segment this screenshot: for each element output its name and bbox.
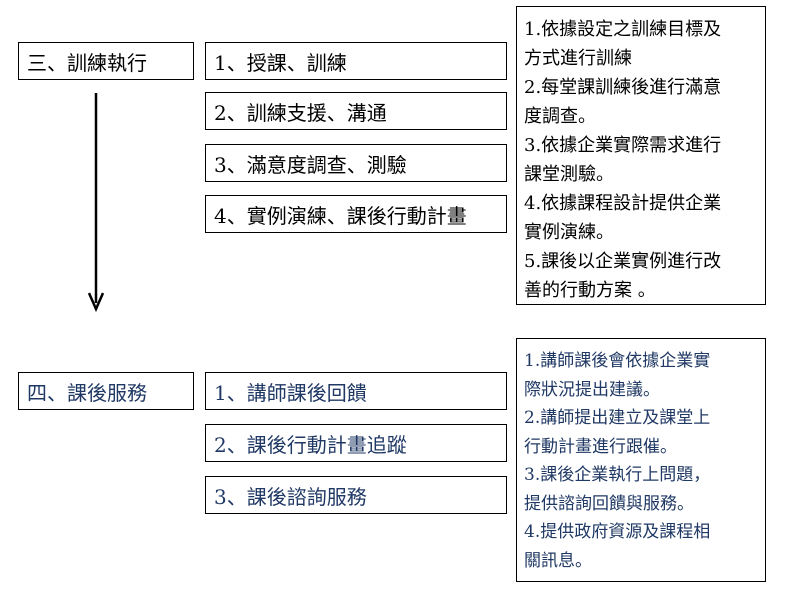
stage4-item-1: 1、講師課後回饋 [205, 372, 507, 410]
stage4-item-3-label: 3、課後諮詢服務 [214, 484, 367, 509]
flow-down-arrow [88, 93, 104, 313]
stage4-item-3: 3、課後諮詢服務 [205, 476, 507, 514]
stage4-note-line: 關訊息。 [524, 550, 592, 571]
stage3-notes-box: 1.依據設定之訓練目標及 方式進行訓練 2.每堂課訓練後進行滿意 度調查。 3.… [516, 6, 766, 305]
stage3-note-line: 課堂測驗。 [524, 164, 614, 185]
stage4-note-line: 3.課後企業執行上問題， [524, 465, 711, 485]
stage3-item-4: 4、實例演練、課後行動計畫 [205, 195, 507, 233]
stage3-item-1-label: 1、授課、訓練 [214, 50, 347, 75]
stage4-item-2-label: 2、課後行動計畫追蹤 [214, 432, 407, 457]
stage3-title: 三、訓練執行 [27, 50, 147, 75]
stage3-note-line: 2.每堂課訓練後進行滿意 [524, 77, 722, 98]
stage3-item-2-label: 2、訓練支援、溝通 [214, 100, 387, 125]
stage4-note-line: 行動計畫進行跟催。 [524, 436, 677, 457]
stage3-item-1: 1、授課、訓練 [205, 42, 507, 80]
stage3-note-line: 善的行動方案 。 [524, 280, 656, 301]
stage3-note-line: 實例演練。 [524, 222, 614, 243]
stage3-item-4-label: 4、實例演練、課後行動計畫 [214, 203, 467, 228]
stage3-item-3: 3、滿意度調查、測驗 [205, 144, 507, 182]
stage3-title-box: 三、訓練執行 [18, 42, 194, 80]
stage4-note-line: 際狀況提出建議。 [524, 379, 660, 400]
stage3-note-line: 度調查。 [524, 106, 596, 127]
stage3-note-line: 5.課後以企業實例進行改 [524, 251, 722, 272]
stage3-note-line: 1.依據設定之訓練目標及 [524, 19, 722, 40]
stage4-title: 四、課後服務 [27, 380, 147, 405]
stage4-note-line: 提供諮詢回饋與服務。 [524, 493, 694, 514]
stage4-note-line: 4.提供政府資源及課程相 [524, 522, 711, 542]
stage4-item-2: 2、課後行動計畫追蹤 [205, 424, 507, 462]
stage4-notes-box: 1.講師課後會依據企業實 際狀況提出建議。 2.講師提出建立及課堂上 行動計畫進… [516, 338, 766, 582]
stage4-note-line: 1.講師課後會依據企業實 [524, 351, 711, 371]
stage3-item-3-label: 3、滿意度調查、測驗 [214, 152, 407, 177]
stage3-note-line: 3.依據企業實際需求進行 [524, 135, 722, 156]
stage3-item-2: 2、訓練支援、溝通 [205, 92, 507, 130]
stage4-title-box: 四、課後服務 [18, 372, 194, 410]
stage3-note-line: 4.依據課程設計提供企業 [524, 193, 722, 214]
stage3-note-line: 方式進行訓練 [524, 48, 632, 69]
stage4-note-line: 2.講師提出建立及課堂上 [524, 408, 711, 428]
stage4-item-1-label: 1、講師課後回饋 [214, 380, 367, 405]
